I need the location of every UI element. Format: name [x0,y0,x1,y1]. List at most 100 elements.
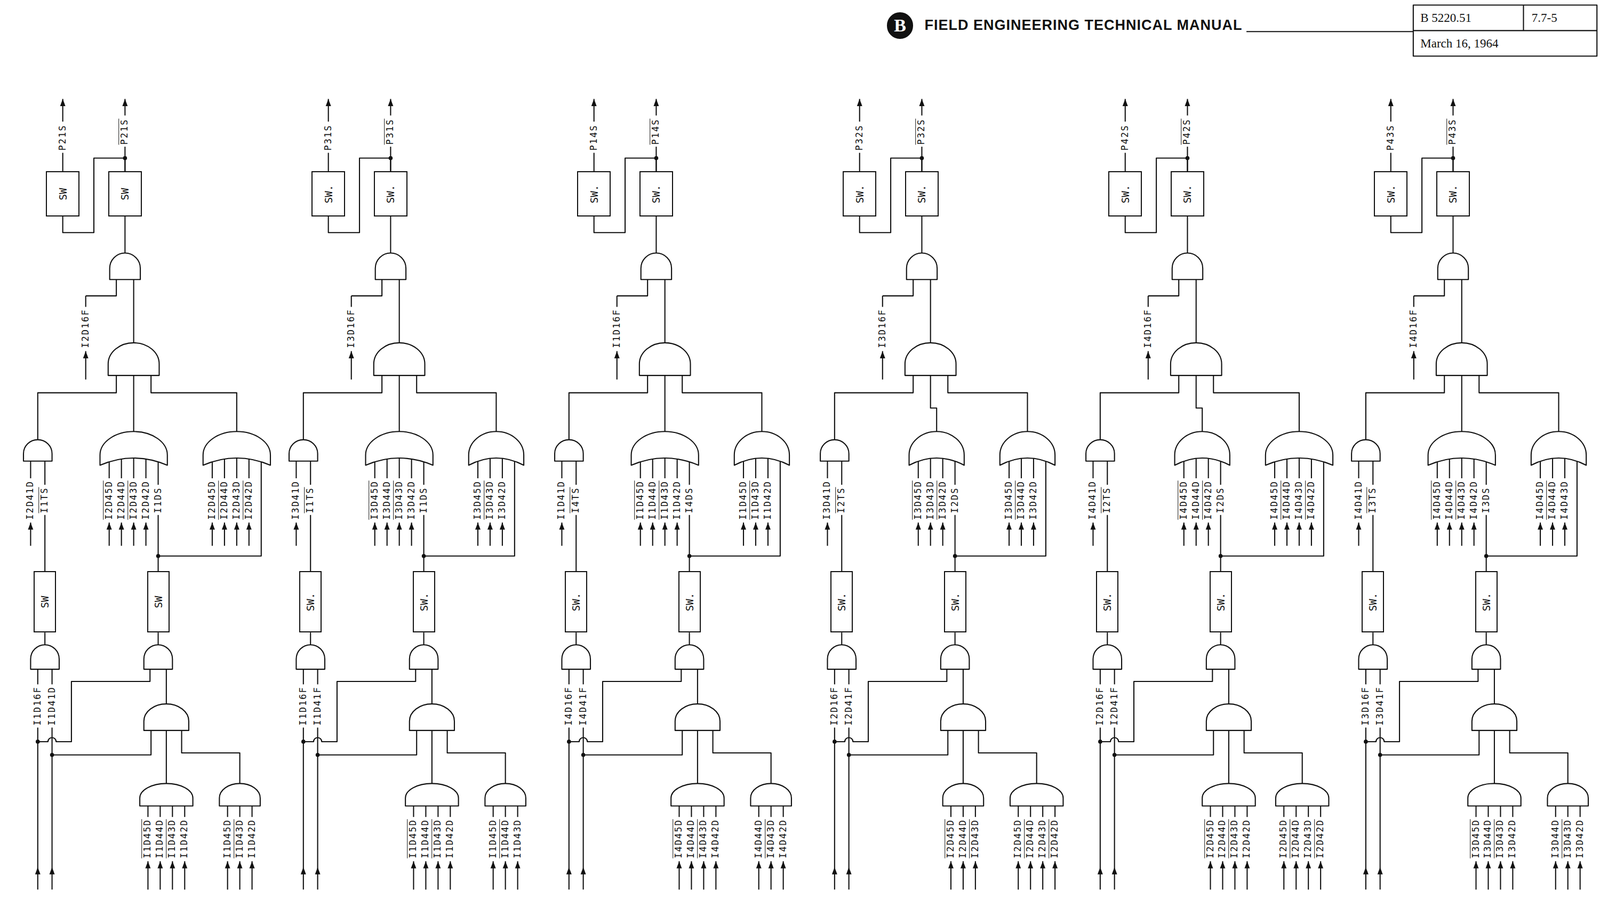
wire [955,461,1046,557]
arrowhead [713,861,719,869]
switch-label: SW [119,187,131,200]
signal-name: I1D44D [500,819,511,859]
logo-letter: B [893,15,907,36]
arrowhead [662,522,668,530]
wire [962,669,964,704]
switch-box: SW. [577,171,611,216]
signal-name: I1DS [153,486,164,514]
wire [917,461,919,479]
and-gate-symbol [23,440,53,462]
wire [1244,730,1303,784]
arrowhead [1485,861,1492,869]
arrowhead [246,522,252,530]
signal-name: I4D16F [1408,308,1420,348]
switch-box: SW. [678,571,701,633]
signal-name: I4D44D [1547,480,1558,520]
switch-label: SW. [1214,593,1227,612]
signal-name: I2D45D [1278,819,1290,859]
and-gate-symbol [1202,783,1255,806]
signal-name: I2D44D [1217,819,1229,859]
and-gate-symbol [1547,783,1589,806]
wire [1029,805,1031,818]
wire [1246,805,1248,818]
signal-name: I4D44D [1281,480,1293,520]
or-gate-symbol [1000,431,1055,466]
wire [44,515,46,572]
arrowhead [674,522,680,530]
signal-name: I3D43D [1562,819,1574,859]
wire [690,805,692,818]
arrowhead [487,522,493,530]
wire [689,461,691,485]
signal-name: I1D44D [420,819,432,859]
arrowhead [948,861,954,869]
arrowhead [221,522,228,530]
arrowhead [169,861,175,869]
signal-name: I3D44D [1016,480,1027,520]
switch-box: SW. [373,171,408,216]
wire [834,375,914,440]
arrowhead [1184,99,1190,107]
and-gate-symbol [296,644,325,670]
wire [158,461,262,557]
arrowhead [880,351,886,359]
and-gate-symbol [373,342,426,376]
wire [767,458,769,479]
switch-label: SW. [1480,593,1492,612]
wire [150,375,237,432]
wire [1499,805,1501,818]
arrowhead [688,861,694,869]
arrowhead [1284,522,1290,530]
signal-name: I2D16F [1094,686,1106,726]
and-gate-symbol [1436,342,1488,376]
signal-name: I1TS [305,486,316,514]
wire [1372,515,1374,572]
header-box [1413,5,1597,57]
signal-name: I2D42D [1242,819,1253,859]
wire [1564,458,1566,479]
wire [655,216,657,254]
switch-label: SW. [418,593,430,612]
arrowhead [372,522,378,530]
signal-name: I2D45D [206,480,218,520]
wire [575,515,577,572]
wire [29,461,31,479]
wire [689,632,691,645]
wire [1195,458,1197,479]
switch-label: SW. [650,184,662,203]
or-gate-symbol [909,431,965,466]
wire [108,461,110,479]
wire [841,632,843,645]
or-gate-symbol [734,431,790,466]
wire [1228,730,1230,784]
wire [697,669,699,704]
arrowhead [676,861,682,869]
and-gate-symbol [561,644,591,670]
wire [849,730,949,756]
arrowhead [1181,522,1187,530]
document-number: B 5220.51 [1420,11,1472,26]
switch-box: SW. [412,571,436,633]
arrowhead [857,99,863,107]
and-gate-symbol [820,440,850,462]
arrowhead [27,522,34,530]
signal-name: I4D41D [1353,480,1365,520]
wire [617,279,648,296]
switch-box: SW. [564,571,588,633]
wire [44,461,46,485]
wire [1017,805,1019,818]
crossover-wire [303,669,416,742]
wire [978,730,1037,784]
wire [248,459,250,479]
and-gate-symbol [1358,644,1388,670]
and-gate-symbol [1085,440,1115,462]
wire [930,279,932,343]
wire [1208,458,1210,479]
arrowhead [700,861,707,869]
wire [575,632,577,645]
signal-name: I3D45D [1003,480,1015,520]
wire [882,296,884,308]
wire [517,805,519,818]
arrowhead [396,522,403,530]
signal-name: I3D45D [369,480,381,520]
